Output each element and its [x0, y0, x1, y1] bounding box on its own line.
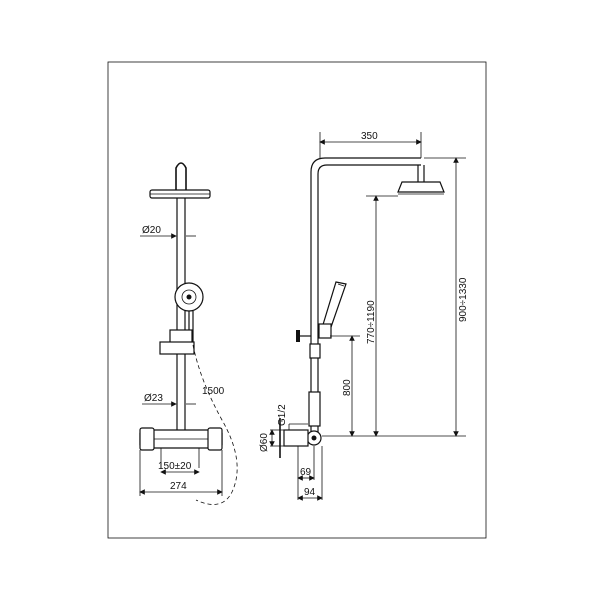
arm-reach-label: 350 [361, 131, 378, 142]
pipe-diameter-label: Ø20 [142, 225, 161, 236]
front-mixer-left-knob [139, 427, 155, 451]
side-hand-shower [321, 281, 347, 331]
inlet-spacing-label: 150±20 [158, 461, 192, 472]
side-mixer-body [283, 429, 309, 447]
side-view: 350 900÷1330 770÷1190 800 [259, 131, 469, 501]
side-overhead-shower [397, 181, 445, 193]
side-hand-shower-holder [318, 323, 332, 339]
side-lower-sleeve [308, 391, 321, 427]
front-gooseneck [175, 162, 187, 190]
wall-offset-small-label: 69 [300, 467, 312, 478]
slide-bar-height-label: 770÷1190 [366, 300, 377, 344]
hose-length-label: 1500 [202, 386, 225, 397]
wall-offset-large-label: 94 [304, 487, 316, 498]
front-mixer-right-knob [207, 427, 223, 451]
mixer-width-label: 274 [170, 481, 187, 492]
connection-thread-label: G1/2 [277, 404, 288, 426]
front-view: Ø20 Ø23 1500 150±20 274 [139, 162, 238, 505]
rosette-diameter-label: Ø60 [259, 433, 270, 452]
inlet-height-label: 800 [342, 379, 353, 396]
side-slider [309, 343, 321, 359]
overall-height-label: 900÷1330 [458, 277, 469, 322]
drawing-frame [107, 61, 487, 539]
lower-pipe-diameter-label: Ø23 [144, 393, 163, 404]
side-riser-outer [310, 157, 421, 440]
side-riser-inner [317, 164, 421, 440]
front-hose [192, 344, 238, 505]
